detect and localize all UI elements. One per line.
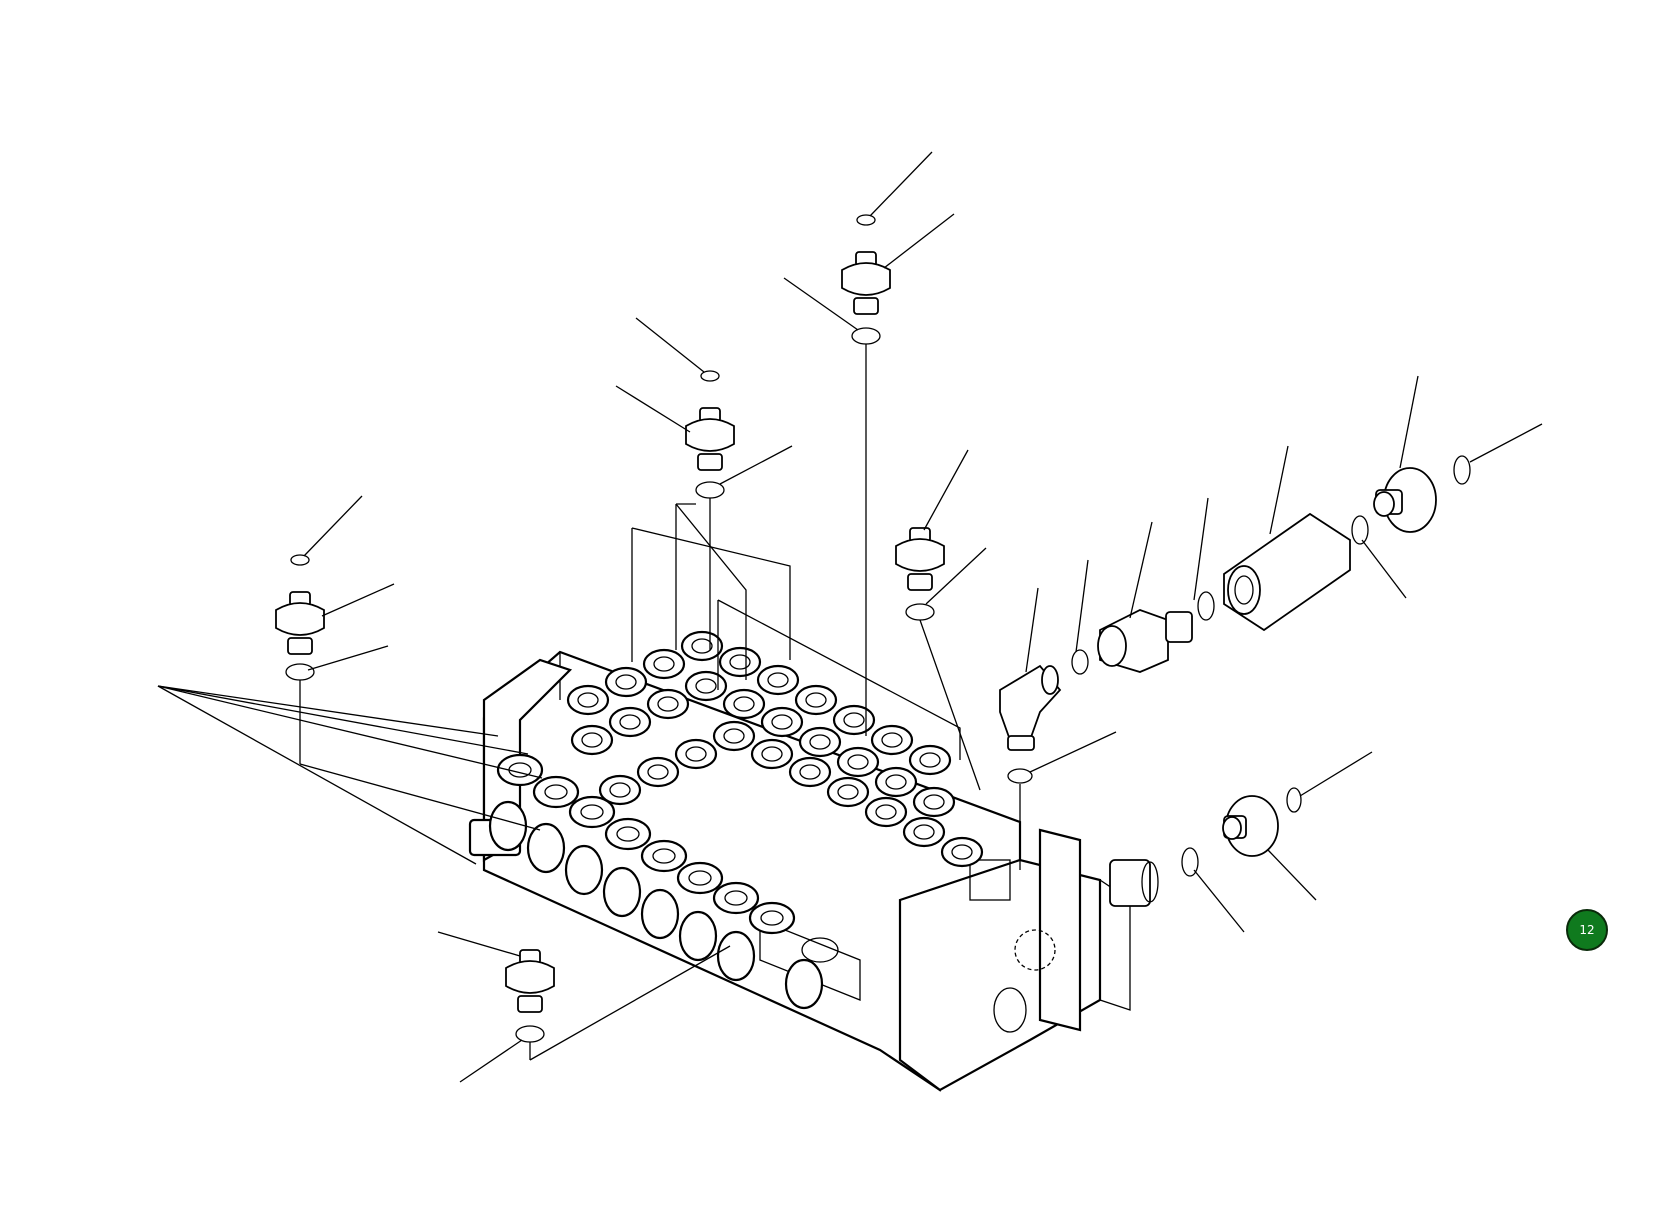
pressure-switch-bottom[interactable] bbox=[505, 949, 555, 1043]
pressure-switch-left[interactable] bbox=[275, 554, 325, 681]
port-row-3[interactable] bbox=[598, 720, 984, 868]
pressure-switch-top[interactable] bbox=[841, 214, 891, 345]
pressure-switch-upper-center[interactable] bbox=[685, 370, 735, 499]
relief-cap-lower-right[interactable] bbox=[1181, 787, 1302, 877]
port-row-1[interactable] bbox=[566, 630, 952, 776]
relief-cap-upper-right[interactable] bbox=[1373, 455, 1471, 533]
control-valve-block[interactable] bbox=[468, 650, 1131, 1092]
spool-port-rows[interactable] bbox=[496, 630, 984, 935]
callout-badge[interactable]: 12 bbox=[1566, 909, 1608, 951]
spool-end-caps[interactable] bbox=[488, 800, 824, 1010]
end-plug-right[interactable] bbox=[1109, 859, 1159, 907]
elbow-fitting[interactable] bbox=[999, 649, 1089, 784]
port-row-2[interactable] bbox=[570, 670, 956, 818]
leader-lines bbox=[157, 151, 1543, 1083]
pressure-switch-center-right[interactable] bbox=[895, 527, 945, 621]
adapter-fitting[interactable] bbox=[1097, 591, 1215, 673]
port-row-4[interactable] bbox=[496, 753, 796, 935]
hex-sleeve[interactable] bbox=[1223, 512, 1369, 632]
